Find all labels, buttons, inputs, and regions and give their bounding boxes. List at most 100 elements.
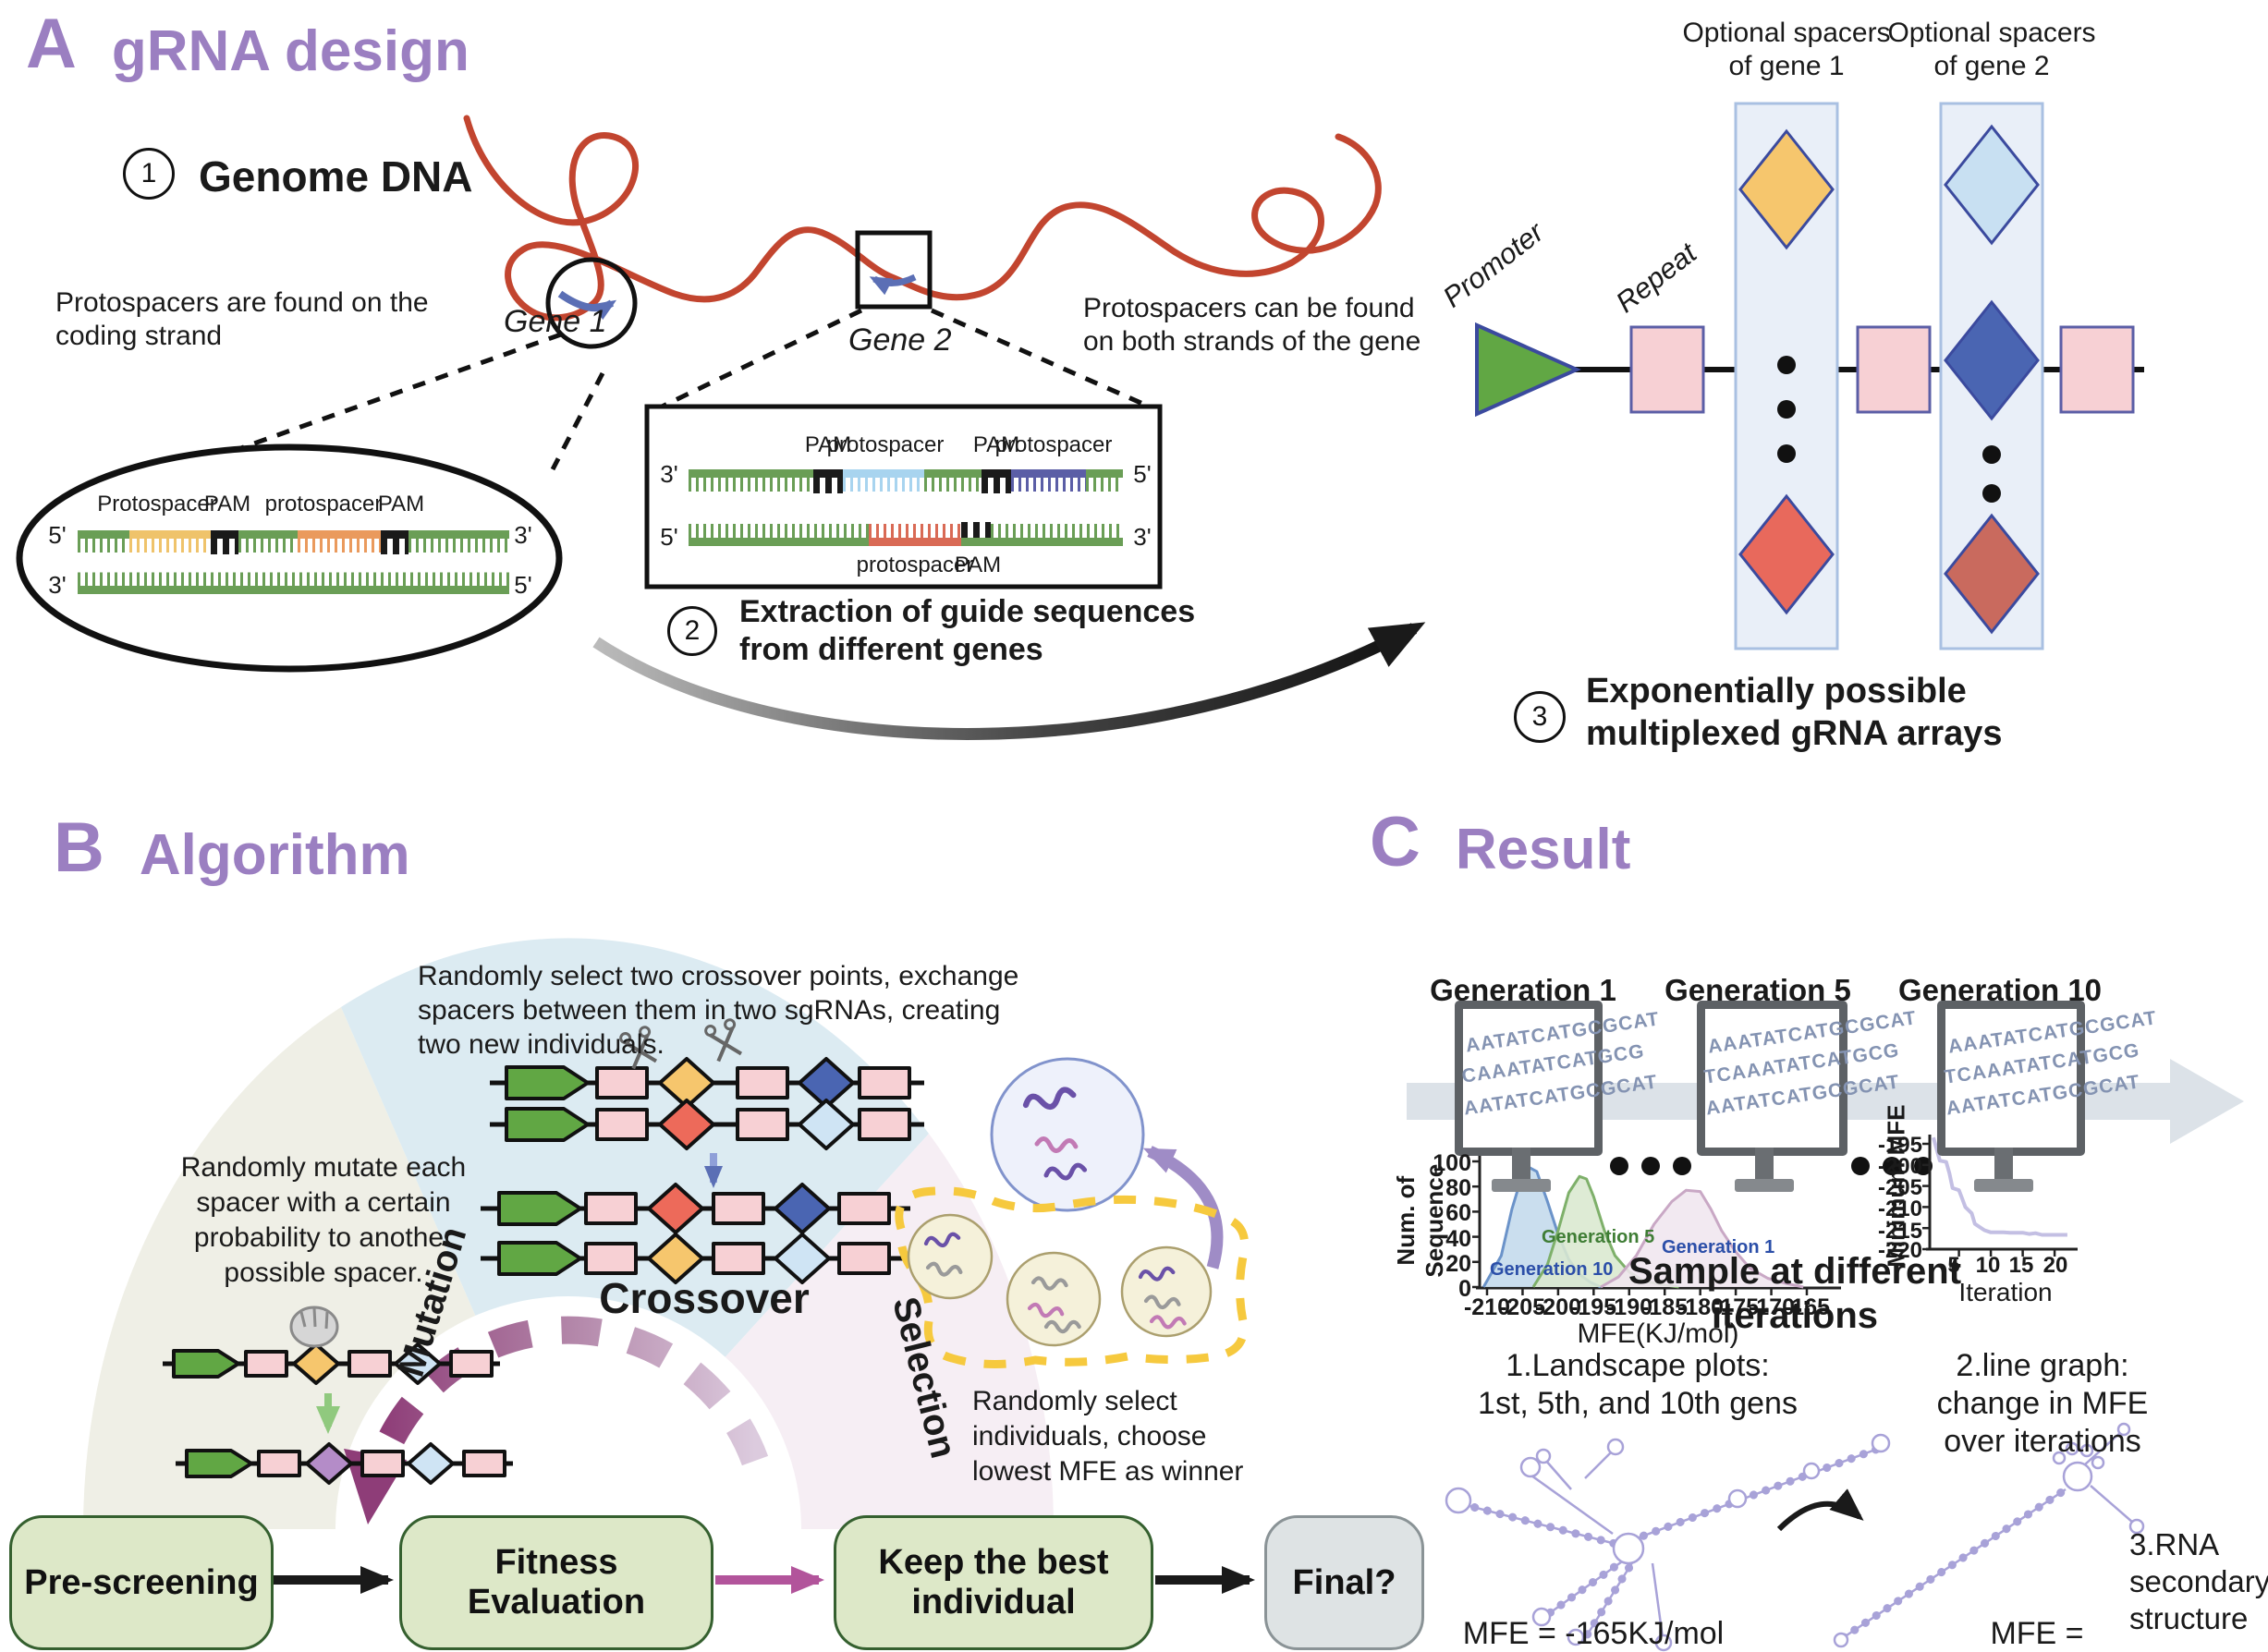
landscape-xlabel: MFE(KJ/mol) [1577, 1318, 1739, 1349]
panel-b-heading: Algorithm [139, 822, 410, 887]
rna-structure-after [1833, 1422, 2145, 1648]
protospacer-label: protospacer [856, 553, 974, 577]
xtick: -210 [1463, 1294, 1511, 1320]
candidate-circle [1006, 1251, 1102, 1347]
gene2-square [855, 230, 933, 310]
xtick: 5 [1947, 1253, 1960, 1278]
protospacer-label: protospacer [264, 492, 383, 516]
mutation-note: Randomly mutate each spacer with a certa… [180, 1152, 467, 1288]
gene2-strand-arrow-icon [869, 273, 917, 296]
xtick: -165 [1783, 1294, 1831, 1320]
landscape-caption: 1.Landscape plots: 1st, 5th, and 10th ge… [1478, 1348, 1798, 1421]
xtick: -180 [1677, 1294, 1725, 1320]
chart-curves [1472, 1136, 2067, 1295]
xtick: 10 [1975, 1253, 2001, 1278]
gen10-curve-label: Generation 10 [1490, 1259, 1614, 1280]
gen1-curve-label: Generation 1 [1662, 1237, 1775, 1257]
gen5-curve-label: Generation 5 [1542, 1227, 1655, 1247]
flow-fitness-evaluation: Fitness Evaluation [399, 1515, 713, 1650]
ytick: -205 [1877, 1175, 1922, 1200]
pam-label: PAM [377, 492, 425, 516]
strand-end-label: 5' [48, 521, 67, 549]
ytick: 20 [1445, 1251, 1471, 1277]
xtick: -185 [1640, 1294, 1689, 1320]
strand-end-label: 5' [660, 523, 678, 551]
repeat-square [1629, 325, 1705, 414]
strand-end-label: 3' [514, 521, 532, 549]
coding-strand-note: Protospacers are found on the coding str… [55, 287, 429, 351]
extraction-arrow [592, 622, 1426, 740]
optional-spacers-gene2-label: Optional spacers of gene 2 [1887, 18, 2096, 81]
xtick: 20 [2042, 1253, 2068, 1278]
pam-label: PAM [972, 432, 1020, 457]
xtick: -170 [1748, 1294, 1796, 1320]
protospacer-label: protospacer [826, 432, 945, 457]
crossover-parents [490, 1016, 924, 1188]
selection-graphics [895, 1057, 1250, 1368]
candidate-circle [1120, 1245, 1213, 1338]
spacer-diamond-darkred [1944, 513, 2040, 635]
ytick: 80 [1445, 1175, 1471, 1201]
optional-spacers-gene1-label: Optional spacers of gene 1 [1682, 18, 1891, 81]
repeat-square [2059, 325, 2135, 414]
pam-label: PAM [203, 492, 251, 516]
ytick: -215 [1877, 1219, 1922, 1244]
gene1-strand-arrow-icon [557, 290, 617, 321]
step2-number: 2 [667, 606, 717, 656]
ytick: 0 [1458, 1276, 1471, 1302]
ytick: 100 [1433, 1150, 1471, 1176]
step3-label: Exponentially possible multiplexed gRNA … [1586, 672, 2003, 753]
xtick: 15 [2008, 1253, 2034, 1278]
candidate-circle [907, 1213, 994, 1300]
panel-b-letter: B [54, 808, 104, 887]
step1-label: Genome DNA [199, 152, 473, 200]
strand-end-label: 5' [514, 571, 532, 599]
both-strands-box [644, 404, 1163, 589]
rna-structure-before [1445, 1433, 1891, 1652]
flow-pre-screening: Pre-screening [9, 1515, 274, 1650]
sample-caption: Sample at different iterations [1628, 1251, 1962, 1336]
grna-array [1475, 102, 2144, 650]
panel-b-title: B Algorithm [54, 806, 410, 890]
selection-note: Randomly select individuals, choose lowe… [972, 1386, 1244, 1487]
promoter-shape [1475, 322, 1581, 418]
linegraph-caption: 2.line graph: change in MFE over iterati… [1936, 1348, 2149, 1459]
crossover-label: Crossover [599, 1274, 810, 1322]
step3-number: 3 [1514, 691, 1566, 743]
mutated-spacer-diamond [305, 1442, 353, 1485]
pam-label: PAM [804, 432, 852, 457]
crossover-children [481, 1183, 910, 1284]
ytick: -220 [1877, 1238, 1922, 1263]
ytick: -195 [1877, 1133, 1922, 1158]
ytick: 60 [1445, 1200, 1471, 1226]
flow-keep-best: Keep the best individual [834, 1515, 1153, 1650]
winner-arrow [1142, 1146, 1224, 1269]
gene1-circle [545, 257, 638, 349]
mutation-example [163, 1306, 513, 1485]
hand-icon [289, 1306, 339, 1348]
ytick: 40 [1445, 1226, 1471, 1252]
winner-circle [990, 1057, 1145, 1212]
repeat-square [1856, 325, 1932, 414]
cycle-dashed-arc [368, 1316, 769, 1466]
step1-number: 1 [123, 148, 175, 200]
spacer-diamond-orange [1738, 128, 1835, 250]
linegraph-axes [1926, 1135, 2078, 1251]
panel-c-title: C Result [1370, 800, 1630, 884]
ytick: -210 [1877, 1196, 1922, 1221]
monitor-gen10: AAATATCATGCGCAT TCAAATATCATGCG AATATCATG… [1937, 1001, 2158, 1156]
xtick: -190 [1605, 1294, 1653, 1320]
linegraph-xlabel: Iteration [1958, 1278, 2053, 1306]
rna-structure-caption: 3.RNA secondary structure [2129, 1527, 2268, 1635]
strand-end-label: 3' [1133, 523, 1152, 551]
panel-c-heading: Result [1455, 817, 1631, 881]
step2-label: Extraction of guide sequences from diffe… [739, 594, 1196, 667]
xtick: -175 [1712, 1294, 1760, 1320]
monitor-gen1: AATATCATGCGCAT CAAATATCATGCG AATATCATGCG… [1455, 1001, 1661, 1156]
panel-a-heading: gRNA design [111, 18, 469, 83]
coding-strand-ellipse [16, 443, 563, 673]
panel-c-letter: C [1370, 803, 1421, 881]
genome-dna-curve [463, 115, 1382, 322]
xtick: -205 [1498, 1294, 1546, 1320]
